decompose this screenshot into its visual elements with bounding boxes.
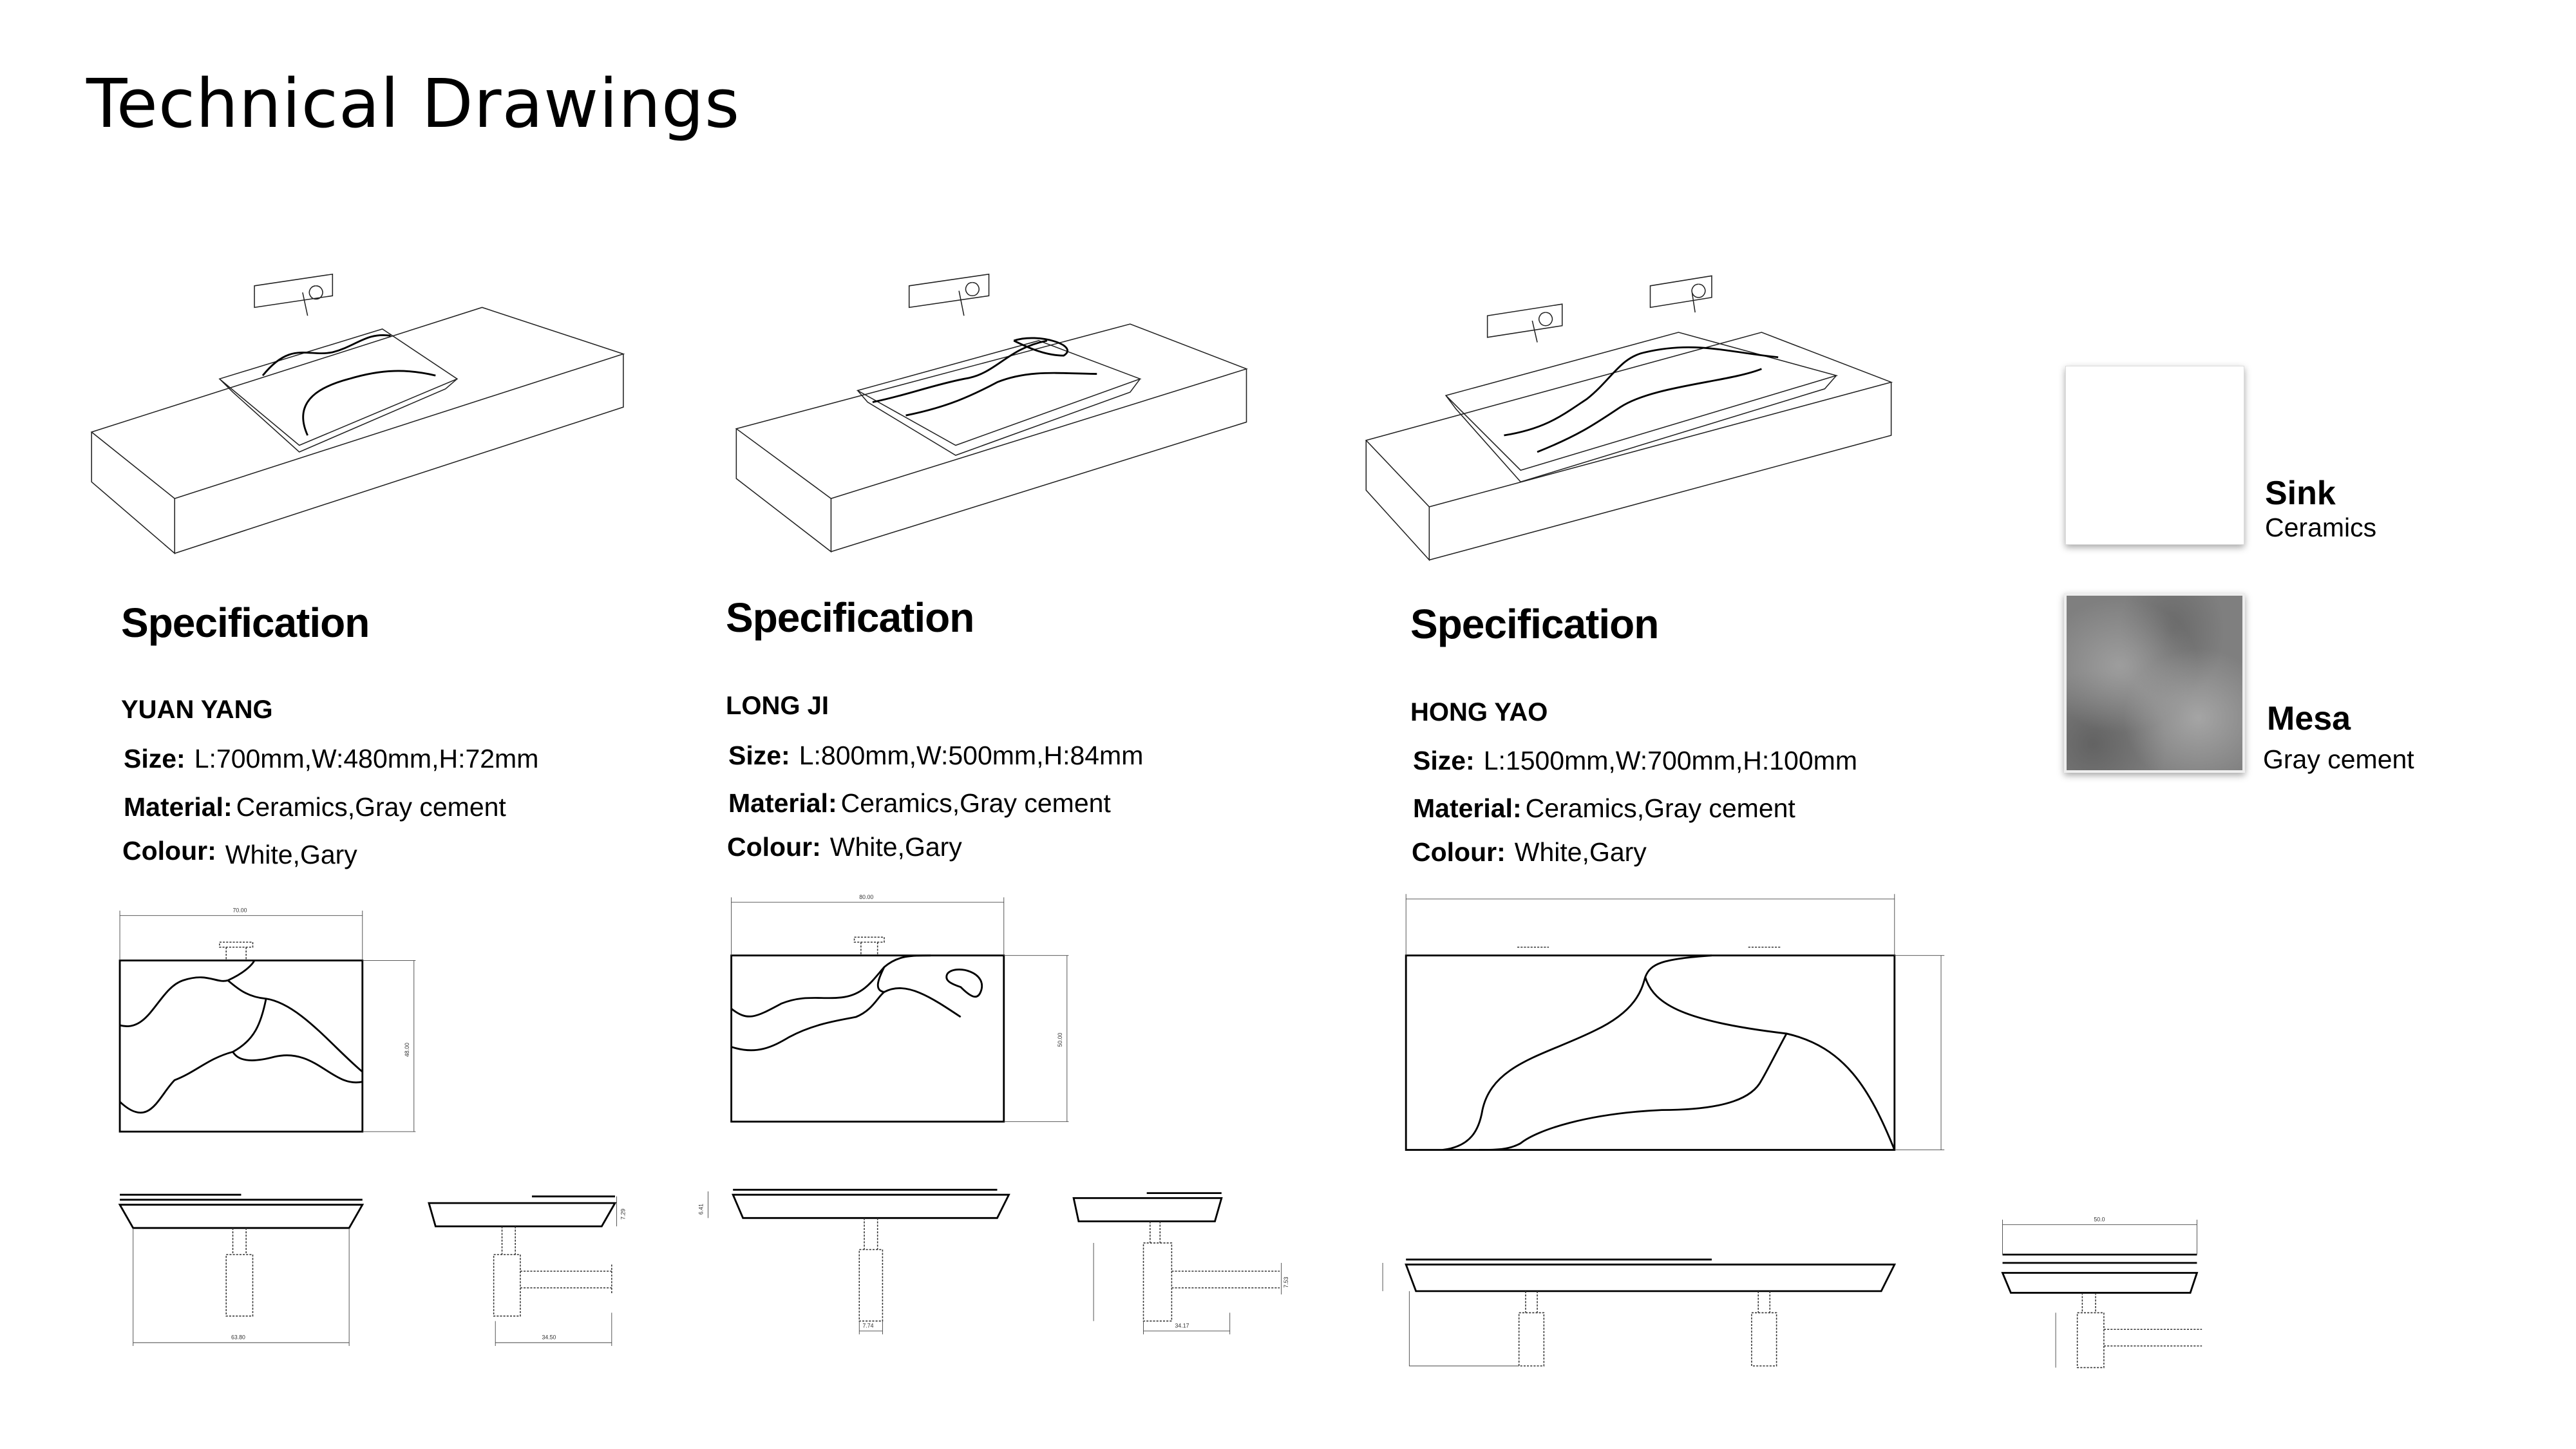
size-row: Size: L:1500mm,W:700mm,H:100mm <box>1413 746 1857 776</box>
front-view-long-ji: 7.74 6.41 <box>698 1189 1010 1334</box>
colour-value: White,Gary <box>1514 837 1647 867</box>
colour-row: Colour: White,Gary <box>1412 837 1647 867</box>
dimension-label: 70.00 <box>233 907 247 914</box>
side-view-long-ji: 34.17 7.53 <box>1072 1192 1289 1334</box>
dimension-label: 80.00 <box>859 894 873 900</box>
product-name: LONG JI <box>726 692 829 720</box>
material-label: Material: <box>728 788 837 818</box>
colour-row: Colour: White,Gary <box>727 832 962 862</box>
sink-label: Sink <box>2265 475 2336 512</box>
material-row: Material:Ceramics,Gray cement <box>728 788 1111 819</box>
colour-label: Colour: <box>727 832 821 862</box>
material-value: Ceramics,Gray cement <box>236 792 506 822</box>
mesa-swatch <box>2064 593 2245 773</box>
size-value: L:1500mm,W:700mm,H:100mm <box>1483 746 1857 775</box>
spec-yuan-yang: Specification YUAN YANG Size: L:700mm,W:4… <box>121 599 538 869</box>
sink-material: Ceramics <box>2265 513 2377 542</box>
side-view-yuan-yang: 34.50 7.29 <box>428 1195 626 1347</box>
dimension-label: 7.74 <box>862 1323 873 1329</box>
spec-long-ji: Specification LONG JI Size: L:800mm,W:500… <box>726 594 1143 862</box>
front-view-yuan-yang: 63.80 <box>118 1193 365 1347</box>
size-label: Size: <box>728 741 790 770</box>
colour-label: Colour: <box>122 836 216 866</box>
colour-label: Colour: <box>1412 837 1506 867</box>
plan-view-yuan-yang: 70.00 48.00 <box>118 907 416 1133</box>
dimension-label: 48.00 <box>404 1043 410 1057</box>
spec-heading: Specification <box>121 600 370 646</box>
size-label: Size: <box>1413 746 1475 775</box>
page-title: Technical Drawings <box>86 64 741 143</box>
colour-row: Colour: White,Gary <box>122 836 357 869</box>
spec-heading: Specification <box>726 594 974 641</box>
dimension-label: 50.0 <box>2094 1217 2105 1223</box>
mesa-label: Mesa <box>2267 700 2351 737</box>
isometric-view-long-ji <box>735 273 1248 553</box>
size-value: L:700mm,W:480mm,H:72mm <box>194 744 539 773</box>
material-row: Material:Ceramics,Gray cement <box>124 792 506 822</box>
dimension-label: 34.50 <box>542 1334 556 1341</box>
material-label: Material: <box>1413 793 1522 823</box>
dimension-label: 50.00 <box>1057 1033 1063 1047</box>
front-view-hong-yao <box>1382 1258 1897 1367</box>
material-label: Material: <box>124 792 232 822</box>
spec-heading: Specification <box>1410 601 1659 647</box>
plan-view-long-ji: 80.00 50.00 <box>730 894 1069 1123</box>
sink-swatch <box>2065 366 2244 545</box>
dimension-label: 7.53 <box>1283 1277 1289 1288</box>
size-row: Size: L:700mm,W:480mm,H:72mm <box>124 744 538 774</box>
dimension-label: 63.80 <box>231 1334 245 1341</box>
dimension-label: 6.41 <box>698 1204 705 1215</box>
material-value: Ceramics,Gray cement <box>840 788 1111 818</box>
colour-value: White,Gary <box>225 840 357 869</box>
size-row: Size: L:800mm,W:500mm,H:84mm <box>728 741 1143 771</box>
product-name: YUAN YANG <box>121 696 273 724</box>
material-row: Material:Ceramics,Gray cement <box>1413 793 1795 824</box>
dimension-label: 34.17 <box>1175 1323 1189 1329</box>
material-value: Ceramics,Gray cement <box>1525 793 1795 823</box>
isometric-view-yuan-yang <box>90 273 625 554</box>
size-value: L:800mm,W:500mm,H:84mm <box>799 741 1144 770</box>
colour-value: White,Gary <box>829 832 962 862</box>
isometric-view-hong-yao <box>1365 275 1893 562</box>
dimension-label: 7.29 <box>620 1209 626 1220</box>
spec-hong-yao: Specification HONG YAO Size: L:1500mm,W:7… <box>1410 600 1857 867</box>
mesa-material: Gray cement <box>2263 744 2414 774</box>
size-label: Size: <box>124 744 185 773</box>
side-view-hong-yao: 50.0 <box>2001 1217 2202 1368</box>
plan-view-hong-yao <box>1405 894 1945 1151</box>
product-name: HONG YAO <box>1410 698 1548 726</box>
